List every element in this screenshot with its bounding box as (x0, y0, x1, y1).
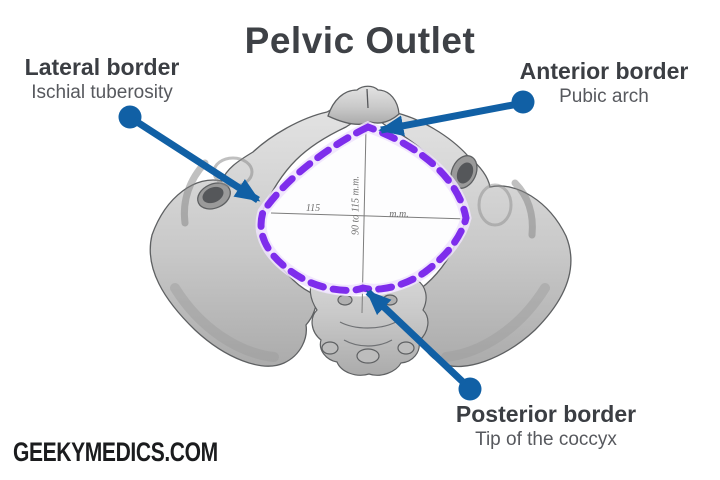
transverse-diameter-unit: m.m. (389, 209, 409, 220)
outlet-opening (261, 128, 465, 297)
posterior-border-label: Posterior border (455, 401, 637, 427)
anterior-border-label: Anterior border (519, 58, 689, 84)
anteroposterior-diameter-label: 90 to 115 m.m. (350, 176, 362, 235)
anterior-border-sublabel: Pubic arch (559, 86, 649, 108)
anterior-arrow (378, 90, 535, 137)
callout-lateral-border: Lateral border Ischial tuberosity (0, 54, 204, 104)
lateral-border-sublabel: Ischial tuberosity (31, 82, 173, 104)
posterior-arrow (365, 289, 482, 401)
posterior-border-sublabel: Tip of the coccyx (475, 429, 617, 451)
callout-posterior-border: Posterior border Tip of the coccyx (444, 401, 648, 451)
transverse-diameter-value: 115 (305, 203, 321, 214)
callout-arrows (118, 90, 535, 401)
pubic-arch-bone (327, 85, 400, 125)
page-title: Pelvic Outlet (244, 20, 476, 61)
outlet-outline (255, 121, 472, 296)
callout-anterior-border: Anterior border Pubic arch (502, 58, 706, 108)
geekymedics-watermark: GEEKYMEDICS.COM (13, 437, 218, 467)
hip-bone-right-shading (441, 179, 550, 362)
lateral-border-label: Lateral border (24, 54, 180, 80)
lateral-arrow (118, 105, 261, 203)
